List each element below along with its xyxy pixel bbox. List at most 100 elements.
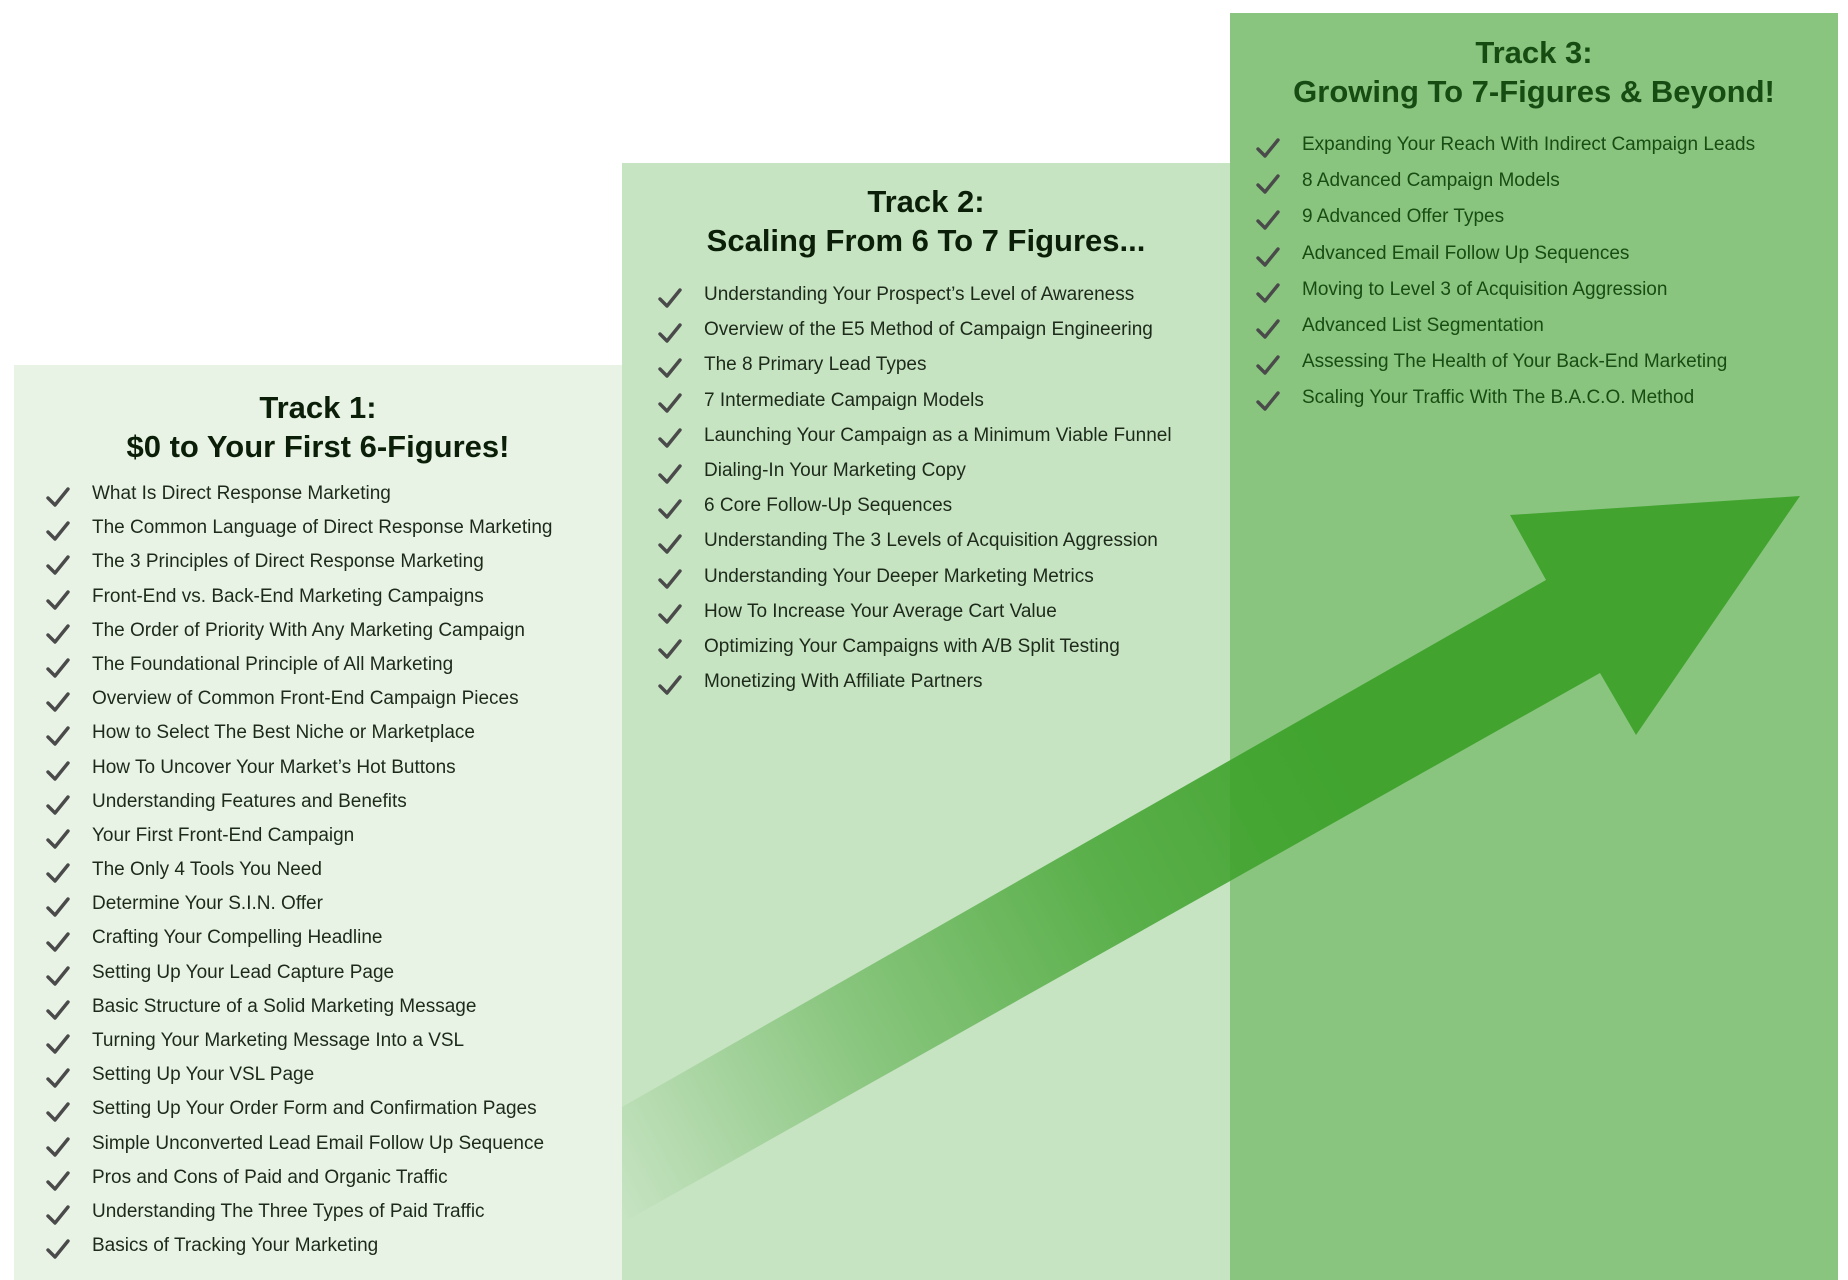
list-item-label: Setting Up Your Lead Capture Page	[92, 961, 395, 983]
list-item-label: Setting Up Your VSL Page	[92, 1064, 315, 1086]
list-item-label: Setting Up Your Order Form and Confirmat…	[92, 1098, 537, 1120]
checkmark-icon	[658, 674, 682, 695]
track-1-title: Track 1: $0 to Your First 6-Figures!	[14, 388, 622, 466]
list-item: Determine Your S.I.N. Offer	[46, 887, 616, 921]
list-item-label: How to Select The Best Niche or Marketpl…	[92, 722, 475, 744]
checkmark-icon	[46, 555, 70, 576]
list-item-label: Understanding The Three Types of Paid Tr…	[92, 1200, 485, 1222]
list-item: Pros and Cons of Paid and Organic Traffi…	[46, 1161, 616, 1195]
checkmark-icon	[658, 393, 682, 413]
list-item-label: Understanding Your Deeper Marketing Metr…	[704, 565, 1094, 587]
list-item-label: The Order of Priority With Any Marketing…	[92, 619, 525, 641]
list-item: 9 Advanced Offer Types	[1256, 199, 1831, 235]
checkmark-icon	[658, 358, 682, 378]
track-3-item-list: Expanding Your Reach With Indirect Campa…	[1256, 127, 1831, 417]
list-item: The Common Language of Direct Response M…	[46, 511, 616, 545]
list-item: Understanding The Three Types of Paid Tr…	[46, 1195, 616, 1229]
list-item-label: 9 Advanced Offer Types	[1302, 206, 1505, 228]
checkmark-icon	[46, 1068, 70, 1088]
list-item: Advanced List Segmentation	[1256, 308, 1831, 344]
list-item-label: 8 Advanced Campaign Models	[1302, 170, 1560, 192]
track-2-title-line-2: Scaling From 6 To 7 Figures...	[706, 223, 1146, 258]
list-item: Dialing-In Your Marketing Copy	[658, 453, 1228, 488]
list-item: 6 Core Follow-Up Sequences	[658, 488, 1228, 523]
checkmark-icon	[46, 829, 70, 849]
list-item: Setting Up Your Order Form and Confirmat…	[46, 1092, 616, 1126]
track-2-panel: Track 2: Scaling From 6 To 7 Figures... …	[622, 163, 1230, 1280]
track-2-title-line-1: Track 2:	[867, 184, 985, 219]
list-item-label: Moving to Level 3 of Acquisition Aggress…	[1302, 278, 1668, 300]
list-item-label: Launching Your Campaign as a Minimum Via…	[704, 424, 1172, 446]
checkmark-icon	[46, 1239, 70, 1259]
checkmark-icon	[1256, 283, 1280, 303]
track-2-title: Track 2: Scaling From 6 To 7 Figures...	[622, 182, 1230, 260]
checkmark-icon	[1256, 391, 1280, 412]
list-item-label: Scaling Your Traffic With The B.A.C.O. M…	[1302, 387, 1695, 409]
checkmark-icon	[658, 463, 682, 484]
checkmark-icon	[46, 726, 70, 747]
checkmark-icon	[1256, 246, 1280, 267]
list-item-label: Overview of Common Front-End Campaign Pi…	[92, 688, 519, 710]
list-item-label: Front-End vs. Back-End Marketing Campaig…	[92, 585, 484, 607]
list-item: Your First Front-End Campaign	[46, 819, 616, 853]
checkmark-icon	[46, 897, 70, 918]
list-item-label: The Only 4 Tools You Need	[92, 859, 322, 881]
list-item: How to Select The Best Niche or Marketpl…	[46, 716, 616, 750]
list-item-label: Basic Structure of a Solid Marketing Mes…	[92, 995, 477, 1017]
list-item: Overview of the E5 Method of Campaign En…	[658, 312, 1228, 347]
list-item-label: The Foundational Principle of All Market…	[92, 653, 454, 675]
list-item-label: How To Increase Your Average Cart Value	[704, 600, 1057, 622]
checkmark-icon	[658, 499, 682, 519]
list-item: The Order of Priority With Any Marketing…	[46, 614, 616, 648]
list-item-label: Understanding Features and Benefits	[92, 790, 407, 812]
list-item-label: Understanding Your Prospect’s Level of A…	[704, 284, 1135, 305]
checkmark-icon	[46, 1205, 70, 1225]
list-item: Front-End vs. Back-End Marketing Campaig…	[46, 580, 616, 614]
checkmark-icon	[46, 624, 70, 644]
list-item-label: Basics of Tracking Your Marketing	[92, 1235, 379, 1257]
list-item-label: 6 Core Follow-Up Sequences	[704, 495, 953, 517]
list-item-label: 7 Intermediate Campaign Models	[704, 389, 984, 411]
list-item-label: Assessing The Health of Your Back-End Ma…	[1302, 351, 1728, 373]
checkmark-icon	[658, 639, 682, 660]
list-item: The 3 Principles of Direct Response Mark…	[46, 545, 616, 579]
track-3-title-line-2: Growing To 7-Figures & Beyond!	[1293, 74, 1775, 109]
list-item: Expanding Your Reach With Indirect Campa…	[1256, 127, 1831, 163]
checkmark-icon	[1256, 174, 1280, 194]
checkmark-icon	[46, 931, 70, 952]
list-item: Advanced Email Follow Up Sequences	[1256, 236, 1831, 272]
checkmark-icon	[1256, 210, 1280, 231]
list-item: Overview of Common Front-End Campaign Pi…	[46, 682, 616, 716]
checkmark-icon	[46, 760, 70, 781]
list-item-label: Simple Unconverted Lead Email Follow Up …	[92, 1132, 545, 1154]
checkmark-icon	[46, 658, 70, 678]
list-item: Turning Your Marketing Message Into a VS…	[46, 1024, 616, 1058]
list-item: Setting Up Your VSL Page	[46, 1058, 616, 1092]
checkmark-icon	[46, 487, 70, 507]
checkmark-icon	[658, 428, 682, 449]
checkmark-icon	[46, 966, 70, 986]
list-item: What Is Direct Response Marketing	[46, 477, 616, 511]
list-item-label: Your First Front-End Campaign	[92, 824, 355, 846]
list-item: Basic Structure of a Solid Marketing Mes…	[46, 990, 616, 1024]
checkmark-icon	[1256, 138, 1280, 158]
list-item: Basics of Tracking Your Marketing	[46, 1229, 616, 1263]
list-item-label: Pros and Cons of Paid and Organic Traffi…	[92, 1166, 448, 1188]
list-item: Scaling Your Traffic With The B.A.C.O. M…	[1256, 380, 1831, 416]
checkmark-icon	[46, 1136, 70, 1157]
list-item-label: The 3 Principles of Direct Response Mark…	[92, 551, 484, 573]
checkmark-icon	[658, 323, 682, 343]
track-2-item-list: Understanding Your Prospect’s Level of A…	[658, 277, 1228, 699]
list-item-label: The 8 Primary Lead Types	[704, 354, 927, 376]
list-item-label: Overview of the E5 Method of Campaign En…	[704, 319, 1153, 341]
list-item-label: Determine Your S.I.N. Offer	[92, 893, 323, 915]
list-item-label: The Common Language of Direct Response M…	[92, 517, 553, 539]
list-item-label: How To Uncover Your Market’s Hot Buttons	[92, 756, 456, 778]
checkmark-icon	[46, 1102, 70, 1123]
track-3-title: Track 3: Growing To 7-Figures & Beyond!	[1230, 33, 1838, 111]
list-item: Moving to Level 3 of Acquisition Aggress…	[1256, 272, 1831, 308]
list-item-label: Advanced List Segmentation	[1302, 314, 1544, 336]
list-item-label: Monetizing With Affiliate Partners	[704, 671, 983, 693]
checkmark-icon	[46, 795, 70, 815]
